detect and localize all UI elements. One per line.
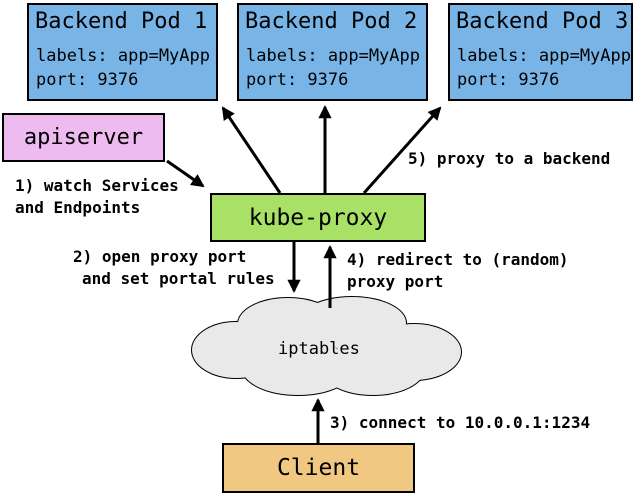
backend-pod-3-box: Backend Pod 3 labels: app=MyApp port: 93… — [448, 3, 633, 101]
step2-line2: and set portal rules — [82, 269, 275, 288]
step3-annotation: 3) connect to 10.0.0.1:1234 — [330, 412, 590, 434]
step4-line1: 4) redirect to (random) — [347, 250, 569, 269]
backend-pod-1-port: port: 9376 — [36, 70, 139, 90]
backend-pod-3-title: Backend Pod 3 — [456, 9, 629, 34]
apiserver-box: apiserver — [2, 113, 165, 162]
backend-pod-2-port: port: 9376 — [246, 70, 349, 90]
step1-line1: 1) watch Services — [15, 176, 179, 195]
step4-annotation: 4) redirect to (random) proxy port — [347, 249, 569, 293]
backend-pod-3-labels: labels: app=MyApp — [457, 46, 631, 66]
client-box: Client — [222, 443, 415, 493]
backend-pod-3-port: port: 9376 — [457, 70, 560, 90]
step5-line1: 5) proxy to a backend — [408, 149, 611, 168]
step1-line2: and Endpoints — [15, 198, 141, 217]
backend-pod-2-box: Backend Pod 2 labels: app=MyApp port: 93… — [237, 3, 428, 101]
step2-annotation: 2) open proxy port and set portal rules — [73, 246, 275, 290]
backend-pod-2-title: Backend Pod 2 — [245, 9, 418, 34]
step2-line1: 2) open proxy port — [73, 247, 247, 266]
apiserver-label: apiserver — [23, 125, 144, 150]
iptables-cloud — [191, 296, 462, 396]
kube-proxy-label: kube-proxy — [248, 204, 388, 231]
arrow-step5-kube-proxy-to-pod1 — [221, 106, 282, 194]
step4-line2: proxy port — [347, 272, 444, 291]
arrow-step1-apiserver-to-kube-proxy — [166, 159, 205, 188]
step1-annotation: 1) watch Services and Endpoints — [15, 175, 179, 219]
client-label: Client — [276, 455, 361, 481]
iptables-label: iptables — [278, 339, 360, 359]
arrow-step5-kube-proxy-to-pod3 — [362, 106, 442, 194]
backend-pod-1-title: Backend Pod 1 — [35, 9, 208, 34]
backend-pod-2-labels: labels: app=MyApp — [246, 46, 420, 66]
step5-annotation: 5) proxy to a backend — [408, 148, 610, 170]
backend-pod-1-labels: labels: app=MyApp — [36, 46, 210, 66]
kube-proxy-box: kube-proxy — [210, 193, 426, 242]
backend-pod-1-box: Backend Pod 1 labels: app=MyApp port: 93… — [27, 3, 218, 101]
step3-line1: 3) connect to 10.0.0.1:1234 — [330, 413, 591, 432]
